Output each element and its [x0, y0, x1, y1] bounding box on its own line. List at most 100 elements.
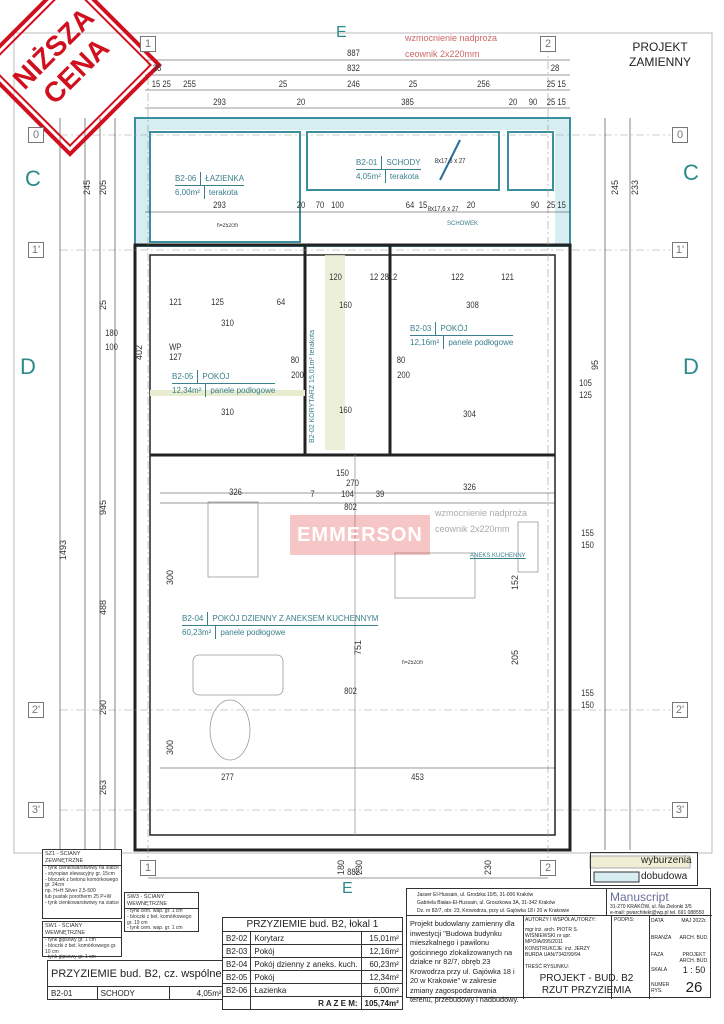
- common-table-title: PRZYZIEMIE bud. B2, cz. wspólne: [47, 960, 226, 987]
- legend: wyburzenia dobudowa: [590, 852, 698, 886]
- dimension-label: 160: [339, 300, 352, 310]
- room-name: POKÓJ: [202, 372, 230, 381]
- section-c-right: C: [683, 160, 699, 185]
- dimension-label: 80: [290, 355, 300, 365]
- axis-0-left: 0: [28, 127, 44, 143]
- authors-label: AUTORZY I WSPÓŁAUTORZY:: [525, 917, 596, 923]
- room-code: B2-02: [309, 424, 316, 443]
- dimension-label: 882: [347, 867, 360, 877]
- dimension-label: 20: [508, 97, 518, 107]
- dimension-label: 310: [221, 318, 234, 328]
- dimension-label: 105: [579, 378, 592, 388]
- cell-area: 15,01m²: [360, 931, 403, 945]
- dimension-label: 104: [341, 489, 354, 499]
- dimension-label: 802: [344, 686, 357, 696]
- dimension-label: 150: [581, 540, 594, 550]
- legend-addition: dobudowa: [641, 871, 688, 882]
- dimension-label: 90: [530, 200, 540, 210]
- branch-label: BRANŻA: [651, 935, 672, 941]
- room-name: KORYTARZ: [309, 384, 316, 423]
- cell-area: 4,05m²: [168, 986, 226, 1000]
- branch-value: ARCH. BUD.: [679, 935, 709, 941]
- room-name: SCHODY: [386, 158, 421, 167]
- room-area: 60,23m²: [182, 626, 217, 639]
- axis-0-right: 0: [672, 127, 688, 143]
- wall-type-line: lub pustak porotherm 25 P+W: [45, 893, 112, 900]
- axis-2p-left: 2': [28, 702, 44, 718]
- dimension-label: 290: [98, 700, 108, 716]
- lintel-note-top: wzmocnienie nadproża ceownik 2x220mm: [405, 33, 498, 59]
- dimension-label: 300: [165, 570, 175, 586]
- dimension-label: 122: [451, 272, 464, 282]
- room-code: B2-03: [410, 322, 437, 335]
- signature-label: PODPIS:: [614, 917, 635, 923]
- dimension-label: 125: [579, 390, 592, 400]
- window-wp: WP: [169, 342, 182, 352]
- dimension-label: 402: [134, 345, 144, 361]
- firm-address: 31-270 KRAKÓW, ul. Na Zielonki 3/5: [610, 904, 692, 910]
- section-d-right: D: [683, 354, 699, 379]
- wall-type-title: SW1 - ŚCIANY WEWNĘTRZNE: [43, 922, 121, 938]
- dimension-label: 200: [291, 370, 304, 380]
- dimension-label: 15: [418, 200, 428, 210]
- dimension-label: 453: [411, 772, 424, 782]
- wall-type-line: - tynk gipsowy gr. 1 cm: [45, 937, 96, 943]
- dimension-label: 28: [152, 63, 162, 73]
- wall-type-line: - tynk cienkowarstwowy na siatce: [45, 865, 119, 871]
- cell-code: B2-01: [47, 986, 98, 1000]
- room-area: 6,00m²: [175, 186, 205, 199]
- dimension-label: 39: [375, 489, 385, 499]
- room-floor: terakota: [208, 188, 238, 197]
- wall-type-line: - bloczki z bet. komórkowego gr. 10 cm: [45, 942, 117, 955]
- dimension-label: 945: [98, 500, 108, 516]
- dimension-label: 25: [278, 79, 288, 89]
- wall-type-line: - tynk cem. wap. gr. 1 cm: [127, 908, 183, 914]
- plot-address: Dz. nr 82/7, obr. 23, Krowodrza, przy ul…: [417, 908, 570, 914]
- axis-3p-left: 3': [28, 802, 44, 818]
- kitchen-label: ANEKS KUCHENNY: [470, 553, 526, 559]
- cell-code: B2-03: [221, 944, 252, 958]
- dimension-label: 90: [528, 97, 538, 107]
- stairs-spec-a: 8x17,6 x 27: [434, 158, 466, 165]
- wall-type-line: - bloczki z bet. komórkowego gr. 19 cm: [127, 913, 192, 926]
- dimension-label: 326: [229, 487, 242, 497]
- dimension-label: 25 15: [546, 97, 566, 107]
- dimension-label: 70: [315, 200, 325, 210]
- room-code: B2-06: [175, 172, 202, 185]
- cell-code: B2-04: [221, 957, 252, 971]
- section-d-left: D: [20, 354, 36, 379]
- dimension-label: 12 28: [369, 272, 389, 282]
- dimension-label: 100: [105, 342, 118, 352]
- room-floor: terakota: [389, 172, 419, 181]
- author-construction: KONSTRUKCJE: inż. JERZY BURDA UAN/7342/9…: [525, 946, 590, 958]
- dimension-label: 270: [346, 478, 359, 488]
- date-value: MAJ 2022r.: [681, 918, 707, 924]
- wall-type-line: - tynk cienkowarstwowy na siatce: [45, 899, 119, 906]
- dimension-label: 155: [581, 528, 594, 538]
- dimension-label: 488: [98, 600, 108, 616]
- wall-type-sz1: SZ1 - ŚCIANY ZEWNĘTRZNE- tynk cienkowars…: [42, 849, 122, 919]
- section-c-left: C: [25, 166, 41, 191]
- dimension-label: 293: [213, 200, 226, 210]
- room-code: B2-05: [172, 370, 199, 383]
- wall-type-sw3: SW3 - ŚCIANY WEWNĘTRZNE- tynk cem. wap. …: [124, 892, 199, 932]
- wall-type-title: SW3 - ŚCIANY WEWNĘTRZNE: [125, 893, 198, 909]
- dimension-label: 245: [82, 180, 92, 196]
- cell-name: Pokój dzienny z aneks. kuch.: [250, 957, 362, 971]
- dimension-label: 150: [581, 700, 594, 710]
- axis-2-top: 2: [540, 36, 556, 52]
- axis-2-bottom: 2: [540, 860, 556, 876]
- author-architect: mgr inż. arch. PIOTR S. WIŚNIEWSKI nr up…: [525, 927, 579, 945]
- project-label: PROJEKT ZAMIENNY: [628, 40, 691, 69]
- room-code: B2-01: [356, 156, 383, 169]
- dimension-label: 300: [165, 740, 175, 756]
- dimension-label: 155: [581, 688, 594, 698]
- dimension-label: 751: [353, 640, 363, 656]
- dimension-label: 180: [336, 860, 346, 876]
- dimension-label: 125: [211, 297, 224, 307]
- dimension-label: 64: [405, 200, 415, 210]
- cell-code: B2-02: [221, 931, 252, 945]
